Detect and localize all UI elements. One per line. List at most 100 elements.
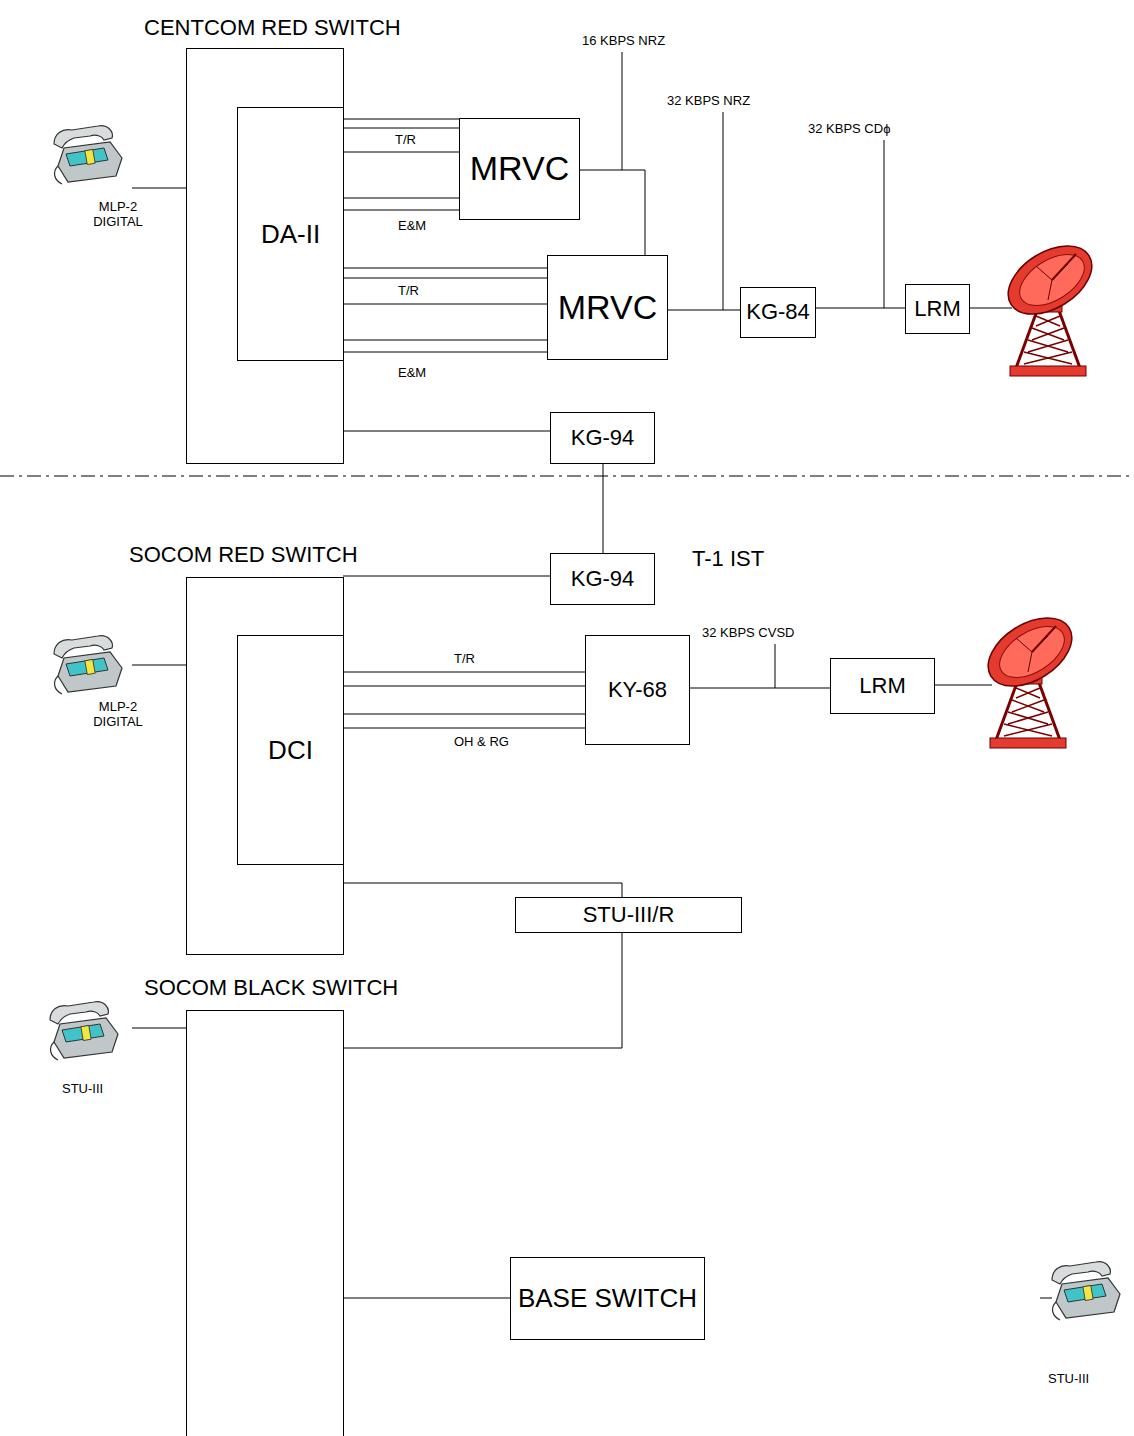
box-label: KG-84 xyxy=(746,300,810,324)
antenna-wire xyxy=(935,685,992,686)
box-label: KG-94 xyxy=(571,426,635,450)
wire xyxy=(343,210,459,211)
boundary-line xyxy=(0,476,1134,477)
box-label: MRVC xyxy=(558,289,658,326)
satellite-antenna xyxy=(976,604,1084,748)
wire xyxy=(343,431,550,432)
wire xyxy=(343,352,547,353)
box-label: LRM xyxy=(914,297,960,321)
switch-heading: CENTCOM RED SWITCH xyxy=(144,15,401,41)
switch-box: BASE SWITCH xyxy=(510,1257,705,1340)
connector xyxy=(815,308,905,309)
connector xyxy=(343,576,550,577)
box-label: DCI xyxy=(268,736,313,765)
box-label: BASE SWITCH xyxy=(518,1284,697,1313)
equipment-box: MRVC xyxy=(547,255,668,360)
signal-label: 32 KBPS CVSD xyxy=(700,626,797,641)
connector xyxy=(343,1298,510,1299)
wire xyxy=(343,714,585,715)
modem-box: LRM xyxy=(830,658,935,714)
wire xyxy=(343,672,585,673)
equipment-box: MRVC xyxy=(459,118,580,220)
wire xyxy=(815,308,905,309)
wire xyxy=(343,278,547,279)
telephone-icon xyxy=(54,126,122,184)
wire xyxy=(579,170,645,255)
wire xyxy=(343,686,585,687)
box-label: STU-III/R xyxy=(583,903,675,927)
wire xyxy=(603,463,604,553)
connector xyxy=(343,431,550,432)
link-label: T-1 IST xyxy=(690,546,766,571)
leader-line xyxy=(884,140,885,308)
telephone-icon xyxy=(50,1002,118,1060)
modem-box: LRM xyxy=(905,284,970,334)
signal-label: STU-III xyxy=(60,1082,105,1097)
wire xyxy=(343,152,459,153)
signal-label: MLP-2 DIGITAL xyxy=(84,700,152,730)
connector xyxy=(343,268,547,352)
wire xyxy=(343,119,459,120)
connector xyxy=(343,672,585,728)
box-label: MRVC xyxy=(470,150,570,187)
wire xyxy=(343,883,622,897)
phone-wire xyxy=(132,188,186,189)
connector xyxy=(343,883,622,897)
connector xyxy=(343,119,459,210)
wire xyxy=(343,1298,510,1299)
wire xyxy=(343,340,547,341)
wire xyxy=(689,688,830,689)
signal-label: E&M xyxy=(396,219,428,234)
signal-label: 16 KBPS NRZ xyxy=(580,34,667,49)
leader-line xyxy=(775,644,776,688)
connector xyxy=(667,310,740,311)
crypto-box: KG-94 xyxy=(550,412,655,464)
box-label: KG-94 xyxy=(571,567,635,591)
phone-wire xyxy=(132,665,186,666)
signal-label: T/R xyxy=(396,284,421,299)
crypto-box: KY-68 xyxy=(585,635,690,745)
connector xyxy=(603,463,604,553)
wire xyxy=(343,728,585,729)
crypto-box: KG-94 xyxy=(550,553,655,605)
switch-box: SOCOM RED SWITCHDCI xyxy=(186,577,344,955)
wire xyxy=(343,128,459,129)
wire xyxy=(343,576,550,577)
telephone-icon xyxy=(54,636,122,694)
signal-label: E&M xyxy=(396,366,428,381)
wire xyxy=(343,268,547,269)
signal-label: T/R xyxy=(393,133,418,148)
switch-box: CENTCOM RED SWITCHDA-II xyxy=(186,48,344,464)
leader-line xyxy=(723,112,724,310)
signal-label: MLP-2 DIGITAL xyxy=(84,200,152,230)
interface-box: DCI xyxy=(237,635,344,865)
crypto-box: KG-84 xyxy=(740,287,816,338)
signal-label: T/R xyxy=(452,652,477,667)
signal-label: OH & RG xyxy=(452,735,511,750)
wire xyxy=(667,310,740,311)
wire xyxy=(343,304,547,305)
phone-wire xyxy=(1040,1298,1052,1299)
connector xyxy=(579,170,645,255)
signal-label: 32 KBPS CDϕ xyxy=(806,122,892,137)
signal-label: 32 KBPS NRZ xyxy=(665,94,752,109)
terminal-box: STU-III/R xyxy=(515,897,742,933)
phone-wire xyxy=(132,1028,186,1029)
box-label: LRM xyxy=(859,674,905,698)
wire xyxy=(343,198,459,199)
interface-box: DA-II xyxy=(237,107,344,361)
box-label: DA-II xyxy=(261,220,320,249)
leader-line xyxy=(622,52,623,170)
telephone-icon xyxy=(1052,1262,1120,1320)
box-label: KY-68 xyxy=(608,678,667,702)
antenna-wire xyxy=(970,308,1012,309)
switch-heading: SOCOM RED SWITCH xyxy=(129,542,358,568)
satellite-antenna xyxy=(996,232,1104,376)
switch-heading: SOCOM BLACK SWITCH xyxy=(144,975,398,1001)
signal-label: STU-III xyxy=(1046,1372,1091,1387)
switch-box: SOCOM BLACK SWITCH xyxy=(186,1010,344,1436)
